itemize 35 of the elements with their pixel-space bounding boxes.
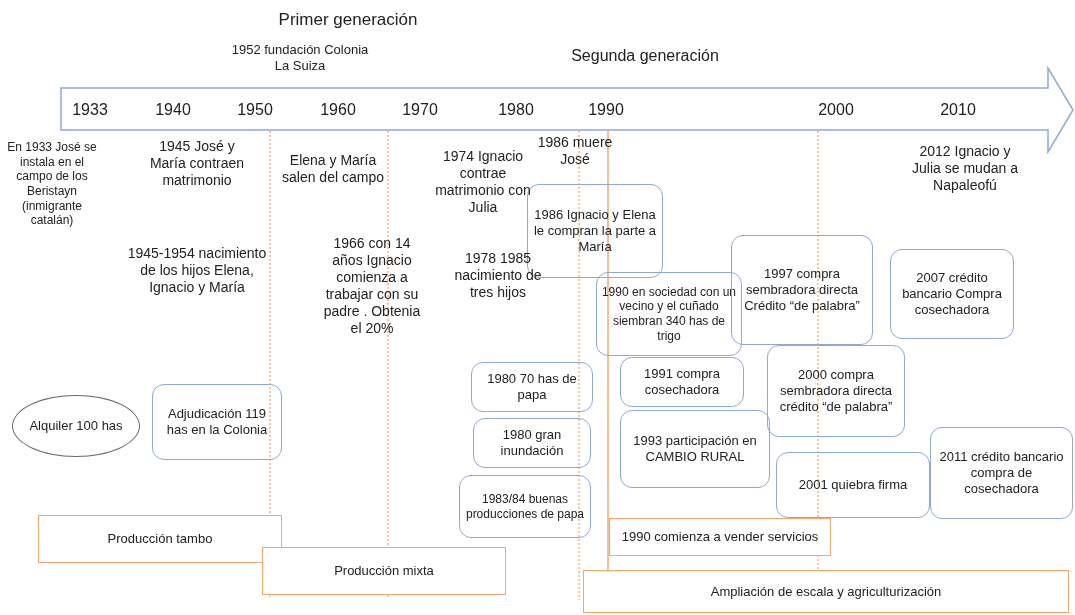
event-note: 1952 fundación Colonia La Suiza <box>230 42 370 74</box>
year-label: 1950 <box>237 101 273 119</box>
event-note: 1945-1954 nacimiento de los hijos Elena, Ignacio y María <box>126 245 268 297</box>
phase-box: Producción tambo <box>38 515 282 563</box>
event-note: En 1933 José se instala en el campo de los Beristayn (inmigrante catalán) <box>6 140 98 228</box>
event-box: 1983/84 buenas producciones de papa <box>459 475 591 538</box>
year-label: 1933 <box>72 101 108 119</box>
generation-heading: Primer generación <box>277 10 419 31</box>
year-label: 1990 <box>588 101 624 119</box>
event-box: 2007 crédito bancario Compra cosechadora <box>890 249 1014 339</box>
event-box: 1980 gran inundación <box>473 418 591 468</box>
phase-box: 1990 comienza a vender servicios <box>609 518 831 556</box>
year-label: 2000 <box>818 101 854 119</box>
event-note: 2012 Ignacio y Julia se mudan a Napaleofú <box>911 143 1019 195</box>
phase-box: Ampliación de escala y agriculturización <box>583 570 1069 613</box>
event-box: 2011 crédito bancario compra de cosechadora <box>930 427 1073 519</box>
year-label: 1980 <box>498 101 534 119</box>
event-note: 1966 con 14 años Ignacio comienza a trabajar con su padre . Obtenia el 20% <box>322 235 422 338</box>
year-label: 2010 <box>940 101 976 119</box>
year-label: 1960 <box>320 101 356 119</box>
year-label: 1940 <box>155 101 191 119</box>
event-note: 1978 1985 nacimiento de tres hijos <box>453 250 543 302</box>
event-note: 1974 Ignacio contrae matrimonio con Julia <box>434 148 532 217</box>
event-box: 1990 en sociedad con un vecino y el cuñado siembran 340 has de trigo <box>596 272 742 356</box>
event-note: 1986 muere José <box>536 134 614 169</box>
generation-heading: Segunda generación <box>570 46 720 66</box>
event-box: 1991 compra cosechadora <box>620 357 744 407</box>
phase-box: Producción mixta <box>262 547 506 595</box>
year-label: 1970 <box>402 101 438 119</box>
event-box: 2000 compra sembradora directa crédito “de palabra” <box>767 345 905 437</box>
event-box: 1993 participación en CAMBIO RURAL <box>620 410 770 488</box>
event-box: Adjudicación 119 has en la Colonia <box>152 384 282 460</box>
event-note: Elena y María salen del campo <box>281 152 385 187</box>
event-note: 1945 José y María contraen matrimonio <box>148 138 246 190</box>
event-box: 1980 70 has de papa <box>471 362 593 412</box>
